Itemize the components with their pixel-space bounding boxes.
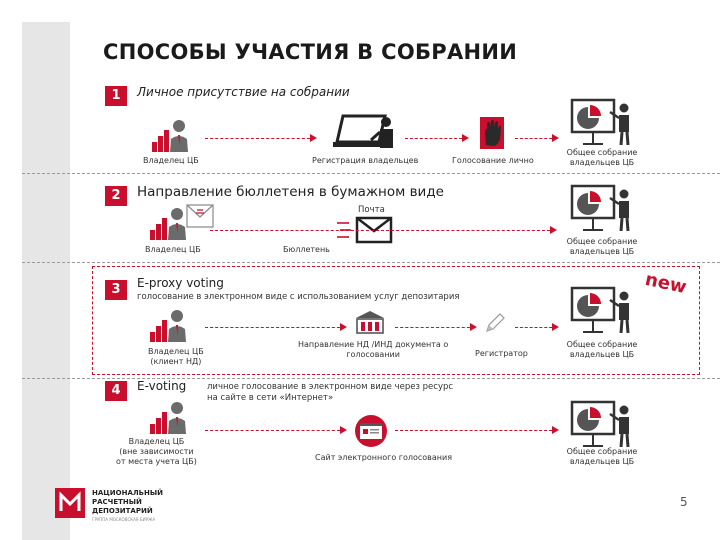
bank-icon bbox=[356, 311, 384, 334]
section-divider bbox=[22, 378, 720, 379]
presentation-icon bbox=[570, 398, 636, 448]
envelope-icon bbox=[186, 204, 214, 228]
arrow bbox=[515, 134, 559, 142]
section-4-subheading: личное голосование в электронном виде че… bbox=[207, 382, 454, 403]
site-label: Сайт электронного голосования bbox=[315, 453, 453, 462]
section-4-heading: E-voting bbox=[137, 379, 187, 393]
arrow bbox=[205, 323, 347, 331]
owner-label: Владелец ЦБ bbox=[143, 156, 199, 165]
registration-label: Регистрация владельцев bbox=[312, 156, 419, 165]
section-3-heading: E-proxy voting bbox=[137, 276, 224, 290]
ballot-label: Бюллетень bbox=[283, 245, 330, 254]
pencil-icon bbox=[486, 313, 505, 332]
nsd-logo-icon bbox=[55, 488, 85, 518]
side-bar bbox=[22, 22, 70, 540]
hand-icon bbox=[480, 117, 504, 149]
owner-label: Владелец ЦБ bbox=[145, 245, 201, 254]
section-divider bbox=[22, 262, 720, 263]
owner-label: Владелец ЦБ(клиент НД) bbox=[148, 347, 204, 366]
arrow bbox=[395, 426, 559, 434]
page-number: 5 bbox=[680, 495, 688, 509]
person-chart-icon bbox=[148, 400, 192, 436]
section-3-number: 3 bbox=[105, 280, 127, 300]
presentation-icon bbox=[570, 182, 636, 232]
mail-label: Почта bbox=[358, 205, 385, 215]
section-2-heading: Направление бюллетеня в бумажном виде bbox=[137, 184, 444, 200]
presentation-icon bbox=[570, 284, 636, 334]
arrow bbox=[210, 226, 557, 234]
arrow bbox=[515, 323, 559, 331]
section-3-highlight bbox=[92, 266, 700, 375]
voting-label: Голосование лично bbox=[452, 156, 534, 165]
section-2-number: 2 bbox=[105, 186, 127, 206]
person-chart-icon bbox=[150, 118, 194, 154]
section-3-subheading: голосование в электронном виде с использ… bbox=[137, 292, 460, 302]
registrar-label: Регистратор bbox=[475, 349, 528, 358]
arrow bbox=[205, 426, 347, 434]
arrow bbox=[395, 323, 477, 331]
arrow bbox=[405, 134, 469, 142]
person-chart-icon bbox=[148, 308, 192, 344]
section-1-number: 1 bbox=[105, 86, 127, 106]
logo-tagline: ГРУППА МОСКОВСКАЯ БИРЖА bbox=[92, 517, 156, 522]
website-icon bbox=[355, 415, 387, 447]
arrow bbox=[205, 134, 317, 142]
section-1-heading: Личное присутствие на собрании bbox=[137, 85, 350, 99]
section-4-number: 4 bbox=[105, 381, 127, 401]
page-title: СПОСОБЫ УЧАСТИЯ В СОБРАНИИ bbox=[103, 40, 518, 64]
presentation-icon bbox=[570, 96, 636, 146]
section-divider bbox=[22, 173, 720, 174]
laptop-icon bbox=[333, 114, 393, 148]
